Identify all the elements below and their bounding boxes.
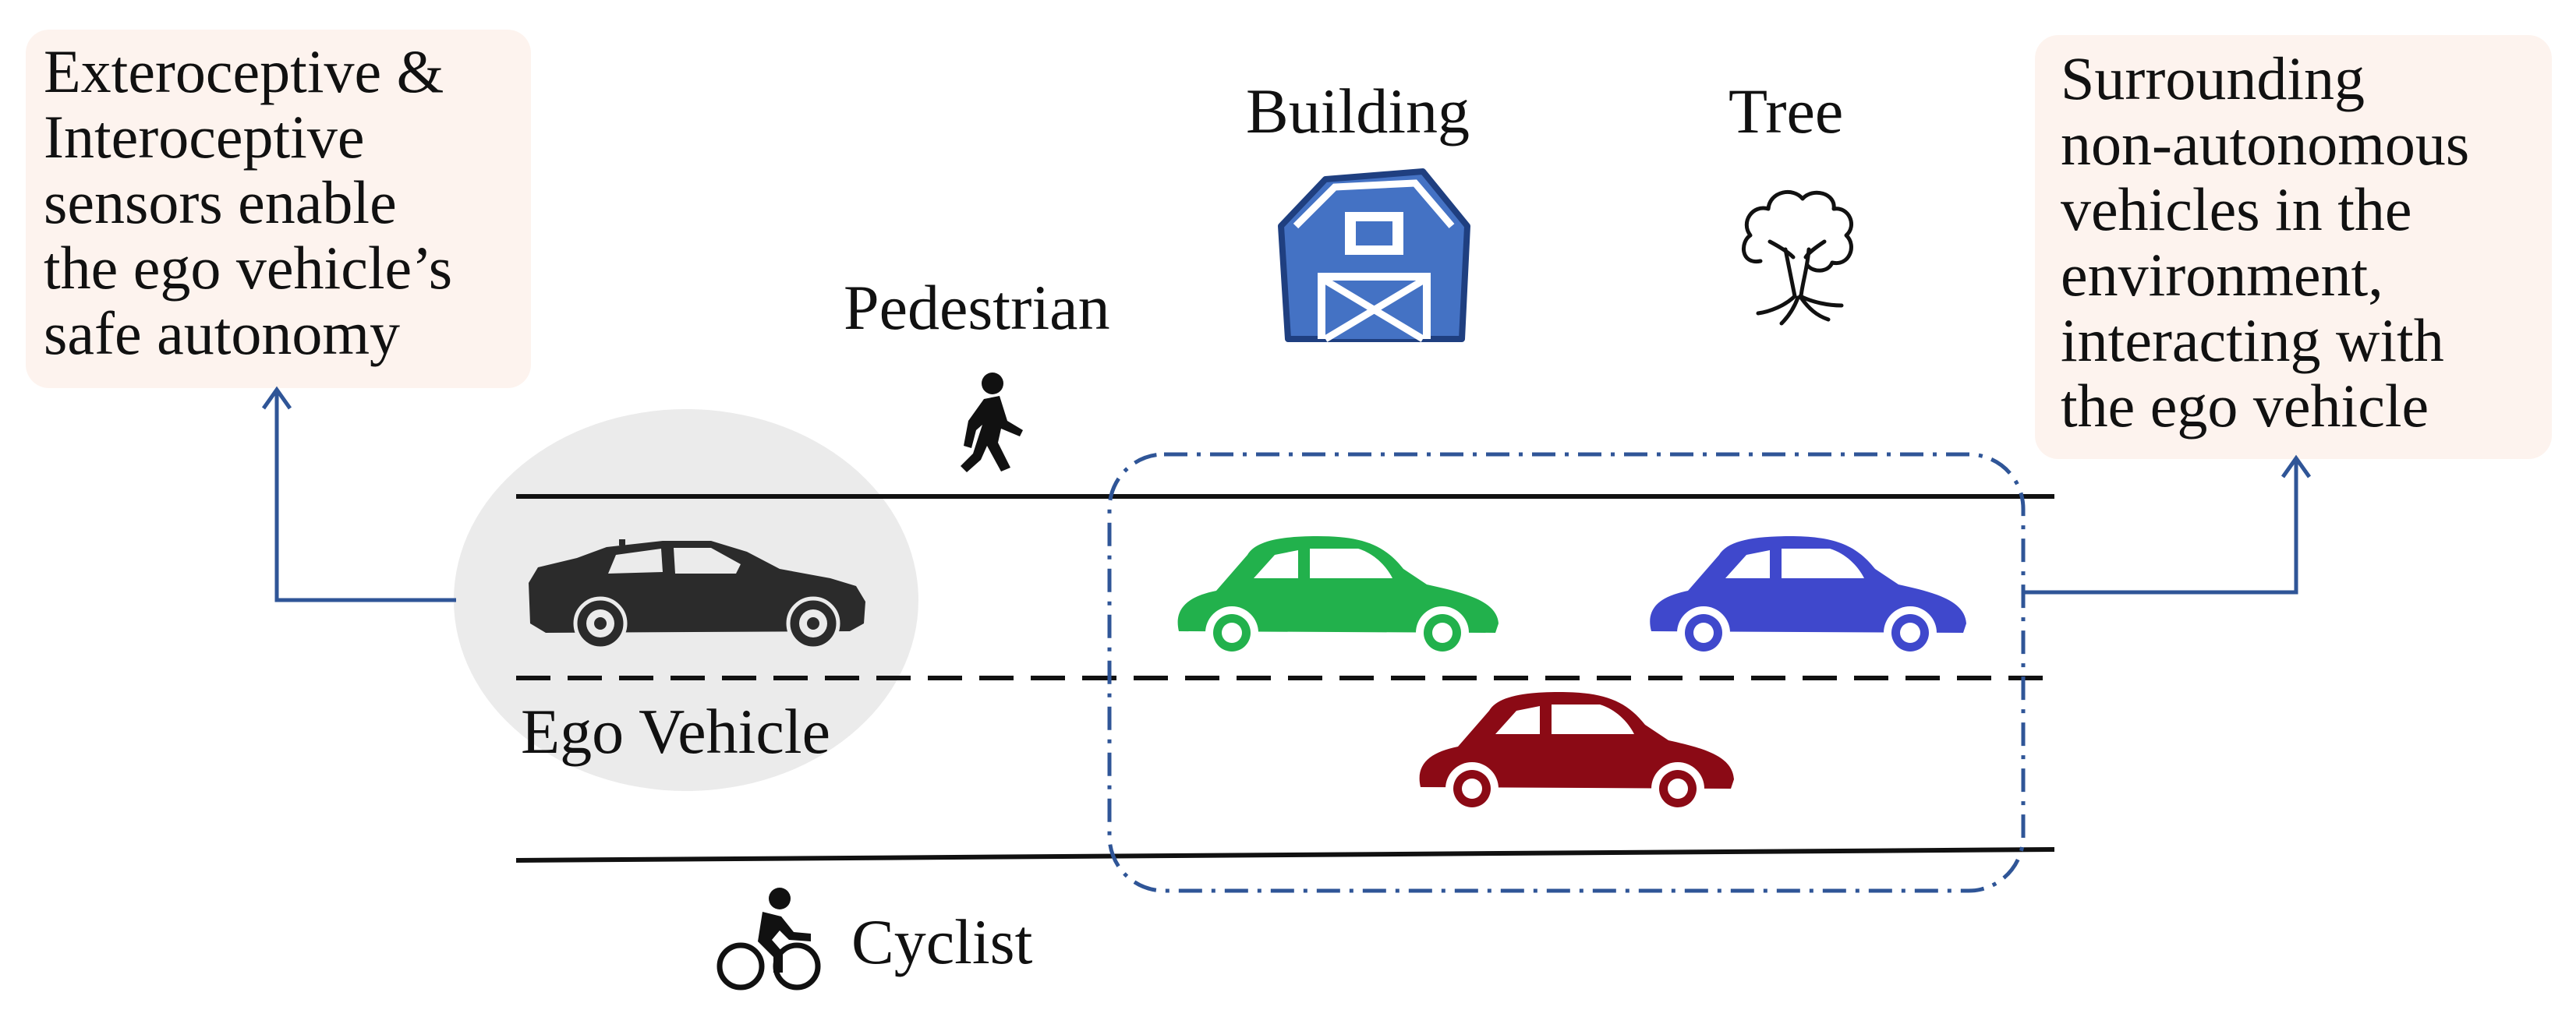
left-note-line: the ego vehicle’s	[44, 234, 452, 302]
left-arrow	[261, 386, 456, 602]
right-note-line: the ego vehicle	[2061, 372, 2429, 440]
green-car-icon	[1177, 536, 1499, 659]
right-note-line: non-autonomous	[2061, 110, 2469, 178]
svg-text:Surrounding non-autonomo: Surrounding non-autonomous vehicles in t…	[2061, 44, 2485, 440]
tree-icon	[1742, 190, 1854, 326]
road-bottom-edge	[515, 847, 2055, 863]
right-note-line: Surrounding	[2061, 44, 2365, 112]
cyclist-icon	[717, 888, 821, 991]
pedestrian-icon	[961, 373, 1023, 472]
left-note-line: sensors enable	[44, 168, 397, 236]
svg-text:Exteroceptive & Interoce: Exteroceptive & Interoceptive sensors en…	[44, 37, 468, 367]
right-note: Surrounding non-autonomous vehicles in t…	[2035, 35, 2552, 459]
left-note-line: Exteroceptive &	[44, 37, 444, 105]
ego-car-icon	[529, 539, 865, 651]
right-note-box	[2035, 35, 2552, 459]
cyclist-label: Cyclist	[851, 906, 1033, 977]
red-car-icon	[1419, 692, 1734, 815]
left-note-line: safe autonomy	[44, 299, 400, 367]
blue-car-icon	[1650, 536, 1966, 659]
left-note-box	[26, 30, 531, 388]
right-arrow	[2023, 454, 2312, 595]
left-note: Exteroceptive & Interoceptive sensors en…	[26, 30, 531, 388]
barn-icon	[1278, 168, 1470, 342]
ego-vehicle-label: Ego Vehicle	[521, 696, 830, 767]
surrounding-vehicles-box	[1107, 452, 2026, 893]
pedestrian-label: Pedestrian	[844, 272, 1110, 343]
right-note-line: vehicles in the	[2061, 175, 2412, 243]
tree-label: Tree	[1729, 76, 1843, 147]
right-note-line: interacting with	[2061, 306, 2444, 374]
right-note-line: environment,	[2061, 241, 2383, 309]
building-label: Building	[1246, 76, 1470, 147]
left-note-line: Interoceptive	[44, 103, 364, 171]
